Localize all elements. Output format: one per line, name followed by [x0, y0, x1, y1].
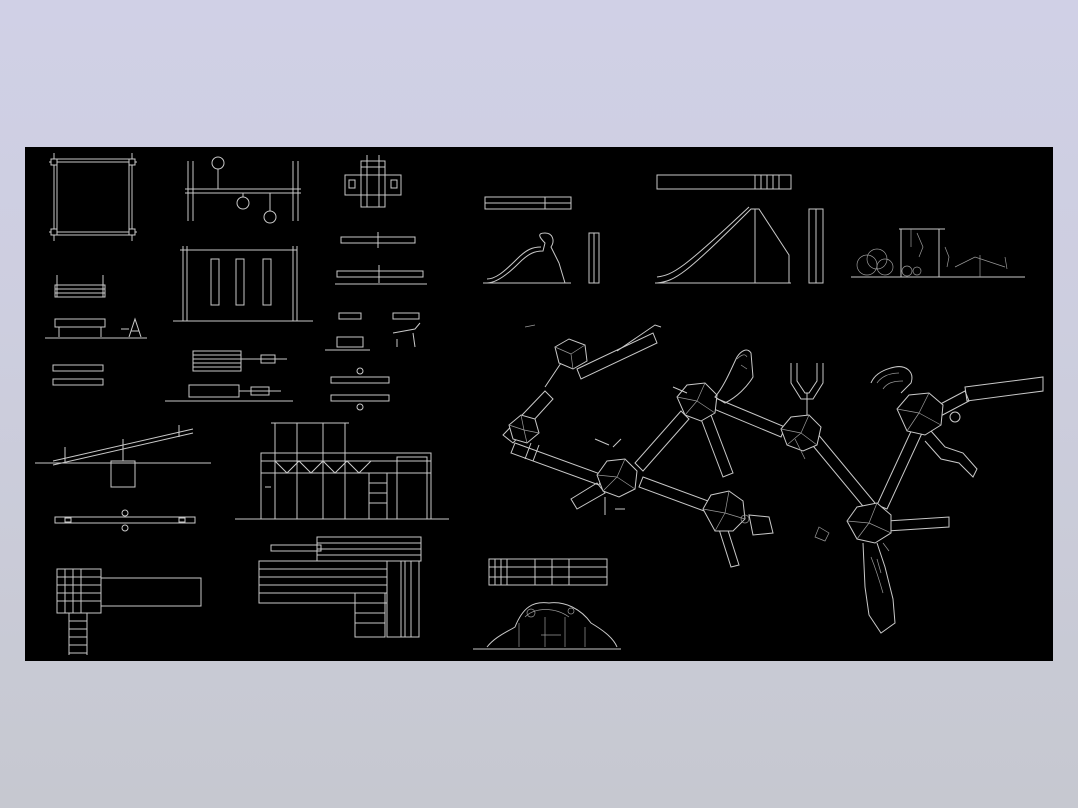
playground-complex-plan	[502, 324, 1044, 634]
play-tower-elevation	[235, 422, 449, 520]
square-frame-plan	[49, 153, 137, 241]
play-structure-plan	[488, 558, 608, 586]
play-structure-elevation	[473, 602, 621, 650]
bench-plan-small	[52, 364, 104, 386]
cad-drawing-canvas[interactable]	[25, 147, 1053, 661]
seesaw-plan	[54, 509, 196, 532]
swing-set-plan	[173, 246, 313, 322]
play-tower-plan	[258, 536, 422, 638]
seesaw-elevations	[325, 232, 427, 411]
slide-large-elevation	[655, 174, 824, 284]
bench-plan	[165, 350, 293, 402]
seesaw-large-elevation	[35, 425, 211, 488]
climbing-tower-plan	[56, 568, 202, 655]
slide-small-elevation	[483, 196, 600, 284]
bench-elevations	[45, 275, 147, 339]
playground-scene	[851, 228, 1025, 278]
cad-drawing-viewport[interactable]	[25, 147, 1053, 661]
swing-set-elevation	[185, 156, 301, 224]
spring-rider-plan	[344, 155, 402, 208]
